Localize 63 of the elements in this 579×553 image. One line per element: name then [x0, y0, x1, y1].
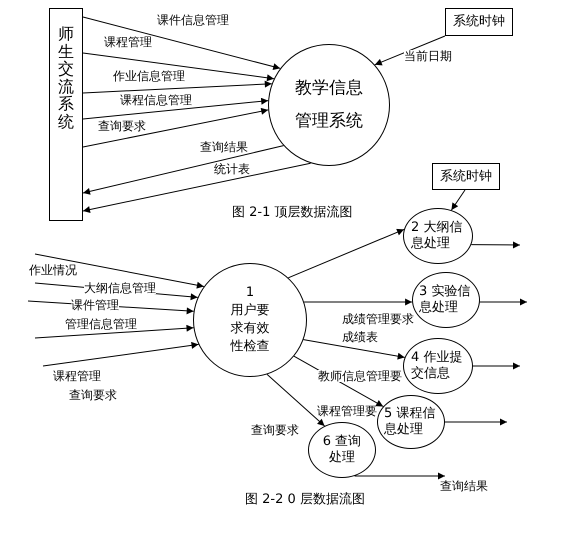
arrow: [82, 162, 312, 213]
arrow: [34, 324, 194, 338]
arrow: [82, 52, 274, 82]
flow-label: 课程管理要: [317, 405, 377, 417]
entity-label: 师生交流系统: [58, 25, 74, 131]
edge-label: 作业情况: [29, 264, 77, 276]
arrow: [354, 472, 446, 480]
process-ellipse: [308, 422, 376, 478]
arrow: [82, 108, 269, 148]
external-entity-box: [49, 8, 83, 221]
edge-label: 教师信息管理要: [318, 370, 402, 382]
edge-label: 成绩管理要求: [342, 313, 414, 325]
arrow: [42, 342, 199, 366]
arrow: [82, 145, 284, 195]
figure-caption: 图 2-2 0 层数据流图: [245, 493, 365, 507]
arrow: [82, 98, 269, 120]
process-circle: [193, 263, 307, 377]
edge-label: 查询结果: [440, 480, 488, 492]
process-ellipse: [403, 338, 473, 394]
edge-label: 查询要求: [98, 120, 146, 132]
process-ellipse: [403, 208, 473, 264]
arrow: [34, 254, 204, 289]
arrow: [288, 228, 404, 278]
arrow: [479, 298, 528, 306]
edge-label: 作业信息管理: [113, 70, 185, 82]
process-label: 用户要求有效性检查: [230, 302, 270, 356]
edge-label: 课程管理: [53, 370, 101, 382]
edge-label: 课件信息管理: [157, 14, 229, 26]
flow-label: 查询要求: [69, 389, 117, 401]
edge-label: 统计表: [214, 163, 250, 175]
edge-label: 查询结果: [200, 141, 248, 153]
arrow: [472, 362, 520, 370]
edge-label: 课程信息管理: [120, 94, 192, 106]
entity-label: 系统时钟: [453, 14, 505, 30]
process-label: 2 大纲信息处理: [411, 220, 464, 252]
arrow: [82, 80, 272, 94]
edge-label: 管理信息管理: [65, 318, 137, 330]
edge-label: 当前日期: [404, 50, 452, 62]
external-entity-box: [445, 8, 513, 36]
edge-label: 课程管理: [104, 36, 152, 48]
arrow: [450, 190, 466, 211]
arrow: [304, 298, 413, 306]
edge-label: 查询要求: [251, 424, 299, 436]
edge-label: 成绩表: [342, 331, 378, 343]
process-ellipse: [377, 395, 445, 449]
arrow: [374, 36, 446, 66]
arrow: [82, 16, 281, 70]
external-entity-box: [432, 163, 500, 190]
process-label: 4 作业提交信息: [411, 350, 464, 382]
process-label: 3 实验信息处理: [419, 284, 472, 316]
process-circle: [268, 44, 390, 166]
process-label: 5 课程信息处理: [384, 406, 436, 438]
process-label: 教学信息管理系统: [294, 77, 364, 133]
figure-caption: 图 2-1 顶层数据流图: [232, 206, 352, 220]
edge-label: 课件管理: [71, 299, 119, 311]
edge-label: 大纲信息管理: [84, 282, 156, 294]
arrow: [444, 418, 508, 426]
entity-label: 系统时钟: [440, 168, 492, 184]
arrow: [266, 374, 326, 426]
process-number: 1: [246, 284, 254, 302]
arrow: [470, 241, 520, 248]
arrow: [303, 339, 406, 360]
process-label: 6 查询处理: [322, 434, 362, 466]
